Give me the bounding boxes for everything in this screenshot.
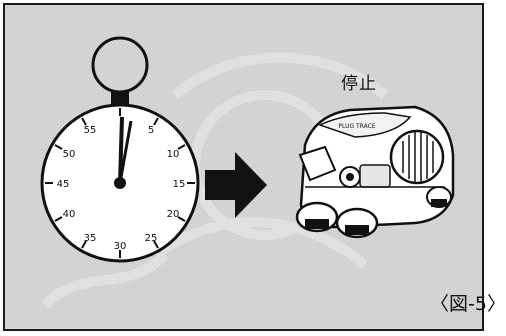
figure-frame: 55 5 50 10 45 15 40 20 35 30 25 PLUG TRA… (3, 3, 506, 331)
robot-plate-text: PLUG TRACE (338, 123, 375, 130)
dial-number-55: 55 (84, 125, 97, 136)
dial-number-20: 20 (167, 209, 180, 220)
figure-caption: 〈図-5〉 (430, 293, 506, 315)
stop-label: 停止 (341, 74, 377, 94)
second-hand (118, 120, 133, 184)
right-arrow-icon (205, 152, 267, 218)
minute-hand (118, 116, 124, 184)
stopwatch-illustration: 55 5 50 10 45 15 40 20 35 30 25 (40, 36, 200, 263)
dial-number-15: 15 (173, 179, 186, 190)
dial-number-35: 35 (84, 233, 97, 244)
dial-number-45: 45 (57, 179, 70, 190)
dial-number-50: 50 (63, 149, 76, 160)
hand-pivot (114, 177, 126, 189)
dial-number-25: 25 (145, 233, 158, 244)
dial-number-40: 40 (63, 209, 76, 220)
dial-number-10: 10 (167, 149, 180, 160)
dial-number-30: 30 (114, 241, 127, 252)
robot-illustration: PLUG TRACE (295, 105, 455, 239)
dial-number-5: 5 (148, 125, 154, 136)
